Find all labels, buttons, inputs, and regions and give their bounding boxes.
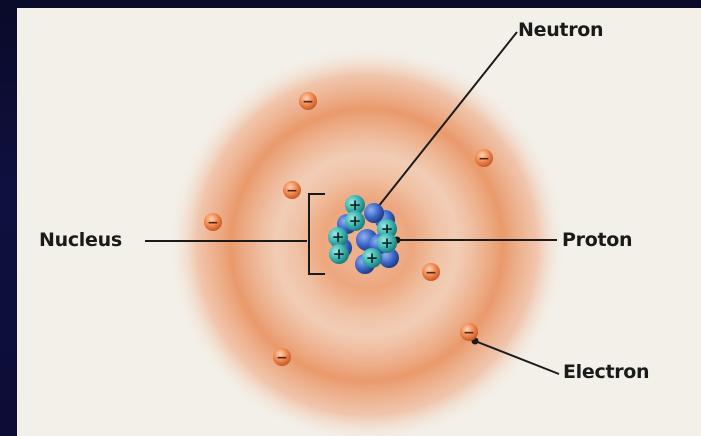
electron-sign: − [276,350,288,366]
proton: + [329,244,349,264]
electron-label: Electron [563,363,649,382]
electron: − [283,181,301,199]
electron-sign: − [478,151,490,167]
proton: + [345,211,365,231]
electron: − [273,348,291,366]
proton-sign: + [349,212,362,230]
proton-sign: + [332,228,345,246]
electron: − [422,263,440,281]
proton-sign: + [366,249,379,267]
proton-label: Proton [562,231,632,250]
electron-sign: − [286,183,298,199]
electron-sign: − [302,94,314,110]
electron: − [299,92,317,110]
proton: + [362,248,382,268]
nucleus-label: Nucleus [39,231,122,250]
electron-sign: − [463,325,475,341]
electron: − [460,323,478,341]
neutron-label: Neutron [518,21,603,40]
proton-sign: + [381,234,394,252]
diagram-panel: − − − − − [17,8,701,436]
proton: + [328,227,348,247]
electron-sign: − [207,215,219,231]
electron: − [475,149,493,167]
proton: + [377,233,397,253]
proton-sign: + [333,245,346,263]
electron: − [204,213,222,231]
electron-sign: − [425,265,437,281]
